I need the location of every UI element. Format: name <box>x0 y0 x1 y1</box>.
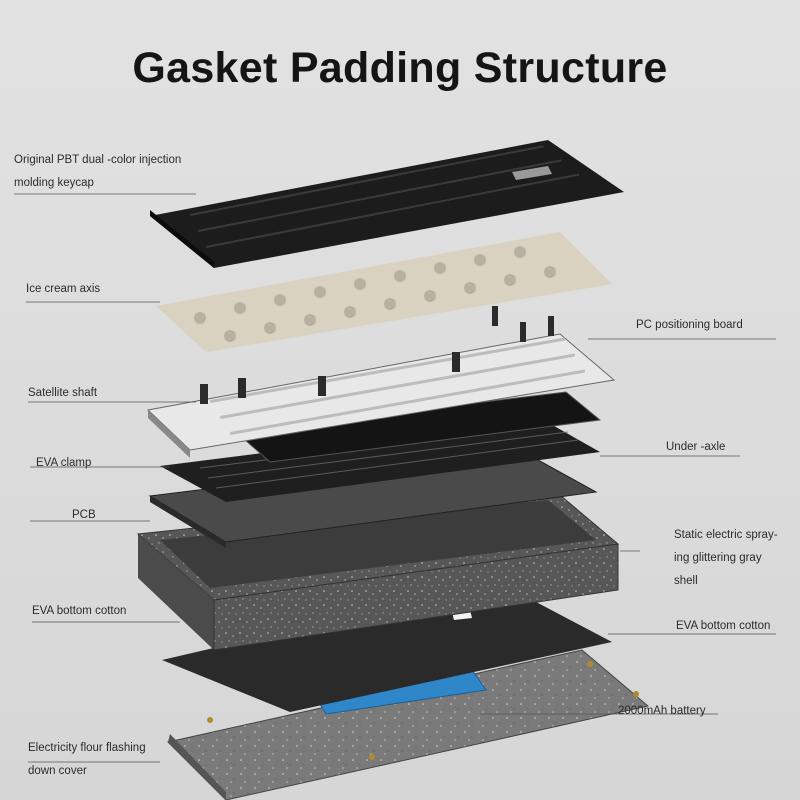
label-eva-right: EVA bottom cotton <box>676 620 771 632</box>
label-stabilizer: Satellite shaft <box>28 387 98 399</box>
switch-layer <box>156 232 612 352</box>
bottom-cover-layer <box>167 649 650 800</box>
label-pc-plate: PC positioning board <box>636 319 743 331</box>
eva-bottom-cotton <box>162 582 612 712</box>
label-shell-line2: ing glittering gray <box>674 552 762 564</box>
label-eva-left: EVA bottom cotton <box>32 605 127 617</box>
label-keycap-line1: Original PBT dual -color injection <box>14 154 182 166</box>
label-bottom-cover-line2: down cover <box>28 765 87 777</box>
label-pcb: PCB <box>72 509 96 521</box>
page-title: Gasket Padding Structure <box>132 44 668 92</box>
leader-lines <box>14 193 776 763</box>
label-shell-line1: Static electric spray- <box>674 529 778 541</box>
label-under-axle: Under -axle <box>666 441 726 453</box>
label-eva-clamp: EVA clamp <box>36 457 92 469</box>
label-bottom-cover-line1: Electricity flour flashing <box>28 742 146 754</box>
stabilizer-parts <box>200 306 554 404</box>
label-bottom-cover: Electricity flour flashing down cover <box>28 737 146 783</box>
label-keycap-line2: molding keycap <box>14 177 94 189</box>
keycap-layer <box>150 140 624 268</box>
pc-plate-layer <box>146 333 616 458</box>
label-shell: Static electric spray- ing glittering gr… <box>674 524 778 593</box>
label-keycap: Original PBT dual -color injection moldi… <box>14 149 181 195</box>
label-battery: 2000mAh battery <box>618 705 706 717</box>
label-switch: Ice cream axis <box>26 283 101 295</box>
shell-layer <box>136 489 620 651</box>
label-shell-line3: shell <box>674 575 698 587</box>
